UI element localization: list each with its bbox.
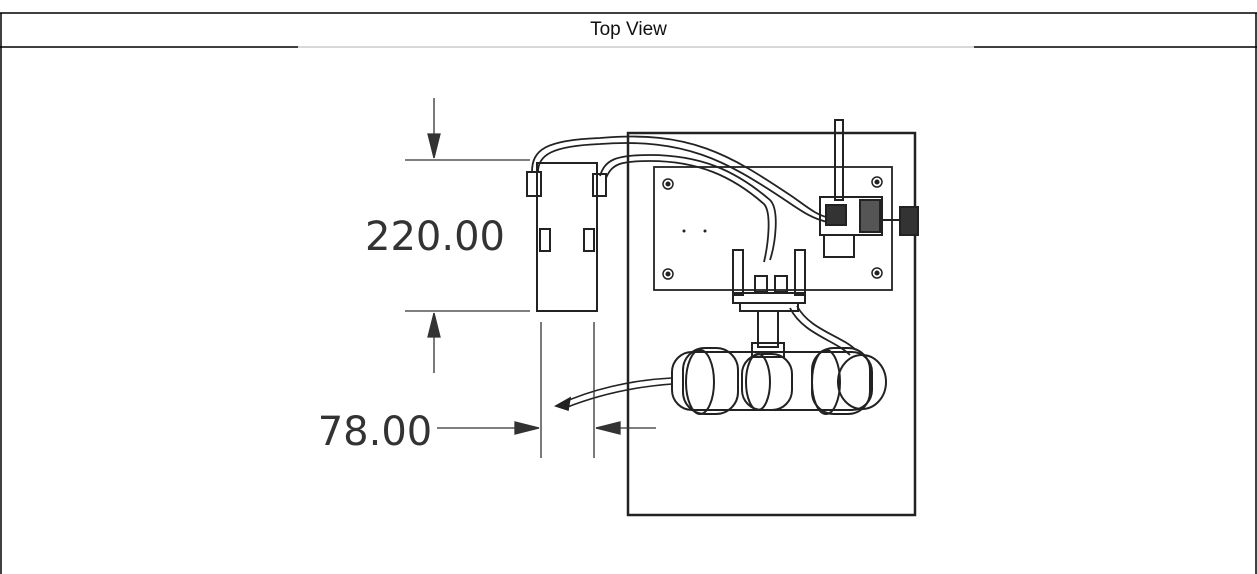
side-box xyxy=(526,162,607,312)
pipe-assembly xyxy=(671,347,887,415)
table-borders xyxy=(0,12,1257,574)
dimension-height-label: 220.00 xyxy=(365,214,505,260)
control-panel xyxy=(653,166,893,291)
dimension-78 xyxy=(437,322,656,458)
panel-dots xyxy=(682,229,707,233)
flange-assembly xyxy=(732,249,806,358)
sensor-valve xyxy=(819,119,919,258)
hose xyxy=(554,377,673,412)
table-header: Top View xyxy=(0,13,1257,46)
view-title: Top View xyxy=(590,18,667,40)
mounting-plate xyxy=(626,131,917,517)
panel-screws xyxy=(662,176,883,280)
dimension-220 xyxy=(405,98,530,373)
cables xyxy=(531,135,857,356)
dimension-width-label: 78.00 xyxy=(318,409,433,455)
